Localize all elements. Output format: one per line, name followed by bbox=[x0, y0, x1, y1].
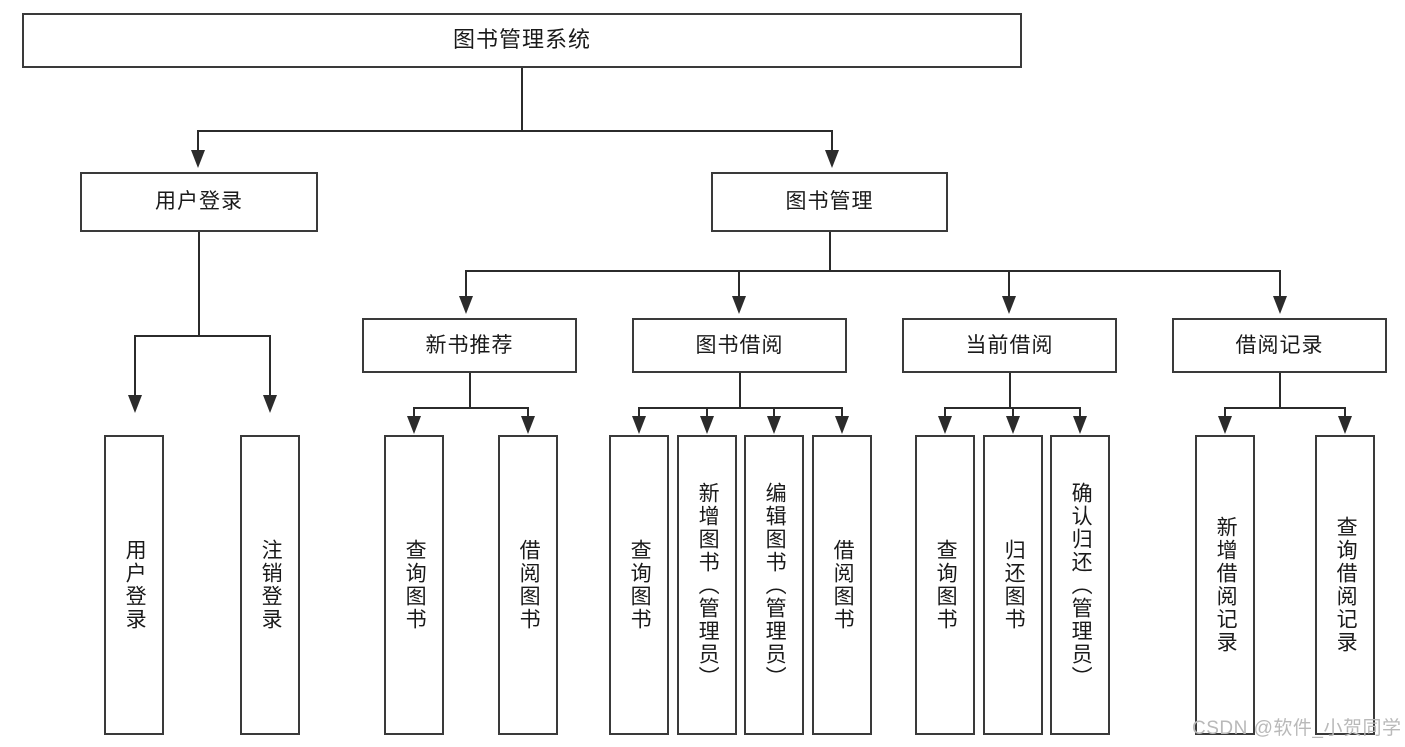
connector-user-login-bus bbox=[134, 335, 270, 337]
connector-book-mgmt-b1 bbox=[465, 270, 467, 298]
node-label: 编辑图书（管理员） bbox=[763, 481, 787, 689]
node-label: 用户登录 bbox=[123, 539, 147, 631]
leaf-new-book-1[interactable]: 查询图书 bbox=[384, 435, 444, 735]
connector-book-borrow-b4 bbox=[841, 407, 843, 419]
leaf-current-borrow-2[interactable]: 归还图书 bbox=[983, 435, 1043, 735]
connector-new-book-bus bbox=[413, 407, 528, 409]
node-new-book-recommend[interactable]: 新书推荐 bbox=[362, 318, 577, 373]
arrow-user-login-to-leaf-1 bbox=[128, 395, 142, 413]
node-label: 新增图书（管理员） bbox=[696, 481, 720, 689]
connector-book-borrow-b2 bbox=[706, 407, 708, 419]
connector-root-stem bbox=[521, 68, 523, 130]
leaf-borrow-record-1[interactable]: 新增借阅记录 bbox=[1195, 435, 1255, 735]
connector-new-book-b1 bbox=[413, 407, 415, 419]
node-label: 新书推荐 bbox=[425, 333, 514, 357]
arrow-current-borrow-to-leaf-1 bbox=[938, 416, 952, 434]
node-label: 用户登录 bbox=[155, 190, 243, 214]
connector-user-login-stem bbox=[198, 232, 200, 335]
leaf-current-borrow-3[interactable]: 确认归还（管理员） bbox=[1050, 435, 1110, 735]
connector-current-borrow-stem bbox=[1009, 373, 1011, 409]
connector-book-mgmt-stem bbox=[829, 232, 831, 272]
leaf-book-borrow-1[interactable]: 查询图书 bbox=[609, 435, 669, 735]
connector-book-mgmt-bus bbox=[465, 270, 1281, 272]
leaf-book-borrow-2[interactable]: 新增图书（管理员） bbox=[677, 435, 737, 735]
leaf-book-borrow-3[interactable]: 编辑图书（管理员） bbox=[744, 435, 804, 735]
node-borrow-record[interactable]: 借阅记录 bbox=[1172, 318, 1387, 373]
connector-user-login-left bbox=[134, 335, 136, 397]
node-current-borrow[interactable]: 当前借阅 bbox=[902, 318, 1117, 373]
connector-borrow-record-bus bbox=[1224, 407, 1346, 409]
arrow-book-mgmt-to-borrow-record bbox=[1273, 296, 1287, 314]
node-label: 查询图书 bbox=[934, 539, 958, 631]
arrow-book-mgmt-to-current-borrow bbox=[1002, 296, 1016, 314]
arrow-new-book-to-leaf-2 bbox=[521, 416, 535, 434]
connector-borrow-record-b1 bbox=[1224, 407, 1226, 419]
node-root-system[interactable]: 图书管理系统 bbox=[22, 13, 1022, 68]
connector-root-bus bbox=[197, 130, 833, 132]
connector-current-borrow-b3 bbox=[1079, 407, 1081, 419]
node-label: 查询借阅记录 bbox=[1334, 516, 1358, 654]
node-label: 借阅图书 bbox=[831, 539, 855, 631]
node-label: 借阅记录 bbox=[1235, 333, 1324, 357]
arrow-root-to-user-login bbox=[191, 150, 205, 168]
leaf-borrow-record-2[interactable]: 查询借阅记录 bbox=[1315, 435, 1375, 735]
leaf-current-borrow-1[interactable]: 查询图书 bbox=[915, 435, 975, 735]
node-label: 查询图书 bbox=[628, 539, 652, 631]
connector-book-borrow-stem bbox=[739, 373, 741, 409]
connector-borrow-record-stem bbox=[1279, 373, 1281, 409]
watermark-text: CSDN @软件_小贺同学 bbox=[1192, 718, 1402, 739]
node-label: 新增借阅记录 bbox=[1214, 516, 1238, 654]
connector-book-borrow-b1 bbox=[638, 407, 640, 419]
arrow-book-borrow-to-leaf-3 bbox=[767, 416, 781, 434]
node-user-login[interactable]: 用户登录 bbox=[80, 172, 318, 232]
node-label: 图书管理 bbox=[785, 190, 874, 214]
leaf-book-borrow-4[interactable]: 借阅图书 bbox=[812, 435, 872, 735]
leaf-user-login-1[interactable]: 用户登录 bbox=[104, 435, 164, 735]
arrow-user-login-to-leaf-2 bbox=[263, 395, 277, 413]
connector-new-book-stem bbox=[469, 373, 471, 409]
node-label: 查询图书 bbox=[403, 539, 427, 631]
connector-root-to-book-mgmt bbox=[831, 130, 833, 152]
node-label: 当前借阅 bbox=[965, 333, 1054, 357]
node-label: 归还图书 bbox=[1002, 539, 1026, 631]
connector-book-borrow-bus bbox=[638, 407, 841, 409]
arrow-borrow-record-to-leaf-2 bbox=[1338, 416, 1352, 434]
arrow-book-borrow-to-leaf-1 bbox=[632, 416, 646, 434]
node-label: 图书借阅 bbox=[695, 333, 784, 357]
connector-user-login-right bbox=[269, 335, 271, 397]
connector-root-to-user-login bbox=[197, 130, 199, 152]
node-label: 确认归还（管理员） bbox=[1069, 481, 1093, 689]
leaf-new-book-2[interactable]: 借阅图书 bbox=[498, 435, 558, 735]
node-label: 注销登录 bbox=[259, 539, 283, 631]
node-book-borrow[interactable]: 图书借阅 bbox=[632, 318, 847, 373]
arrow-root-to-book-mgmt bbox=[825, 150, 839, 168]
connector-new-book-b2 bbox=[527, 407, 529, 419]
connector-book-mgmt-b4 bbox=[1279, 270, 1281, 298]
connector-book-mgmt-b3 bbox=[1008, 270, 1010, 298]
connector-borrow-record-b2 bbox=[1344, 407, 1346, 419]
leaf-user-login-2[interactable]: 注销登录 bbox=[240, 435, 300, 735]
arrow-current-borrow-to-leaf-2 bbox=[1006, 416, 1020, 434]
arrow-new-book-to-leaf-1 bbox=[407, 416, 421, 434]
connector-book-borrow-b3 bbox=[773, 407, 775, 419]
arrow-book-mgmt-to-new-book bbox=[459, 296, 473, 314]
connector-current-borrow-b2 bbox=[1012, 407, 1014, 419]
arrow-book-mgmt-to-book-borrow bbox=[732, 296, 746, 314]
node-book-management[interactable]: 图书管理 bbox=[711, 172, 948, 232]
node-label: 借阅图书 bbox=[517, 539, 541, 631]
node-label: 图书管理系统 bbox=[452, 27, 591, 53]
arrow-borrow-record-to-leaf-1 bbox=[1218, 416, 1232, 434]
connector-book-mgmt-b2 bbox=[738, 270, 740, 298]
arrow-book-borrow-to-leaf-4 bbox=[835, 416, 849, 434]
connector-current-borrow-b1 bbox=[944, 407, 946, 419]
arrow-book-borrow-to-leaf-2 bbox=[700, 416, 714, 434]
arrow-current-borrow-to-leaf-3 bbox=[1073, 416, 1087, 434]
